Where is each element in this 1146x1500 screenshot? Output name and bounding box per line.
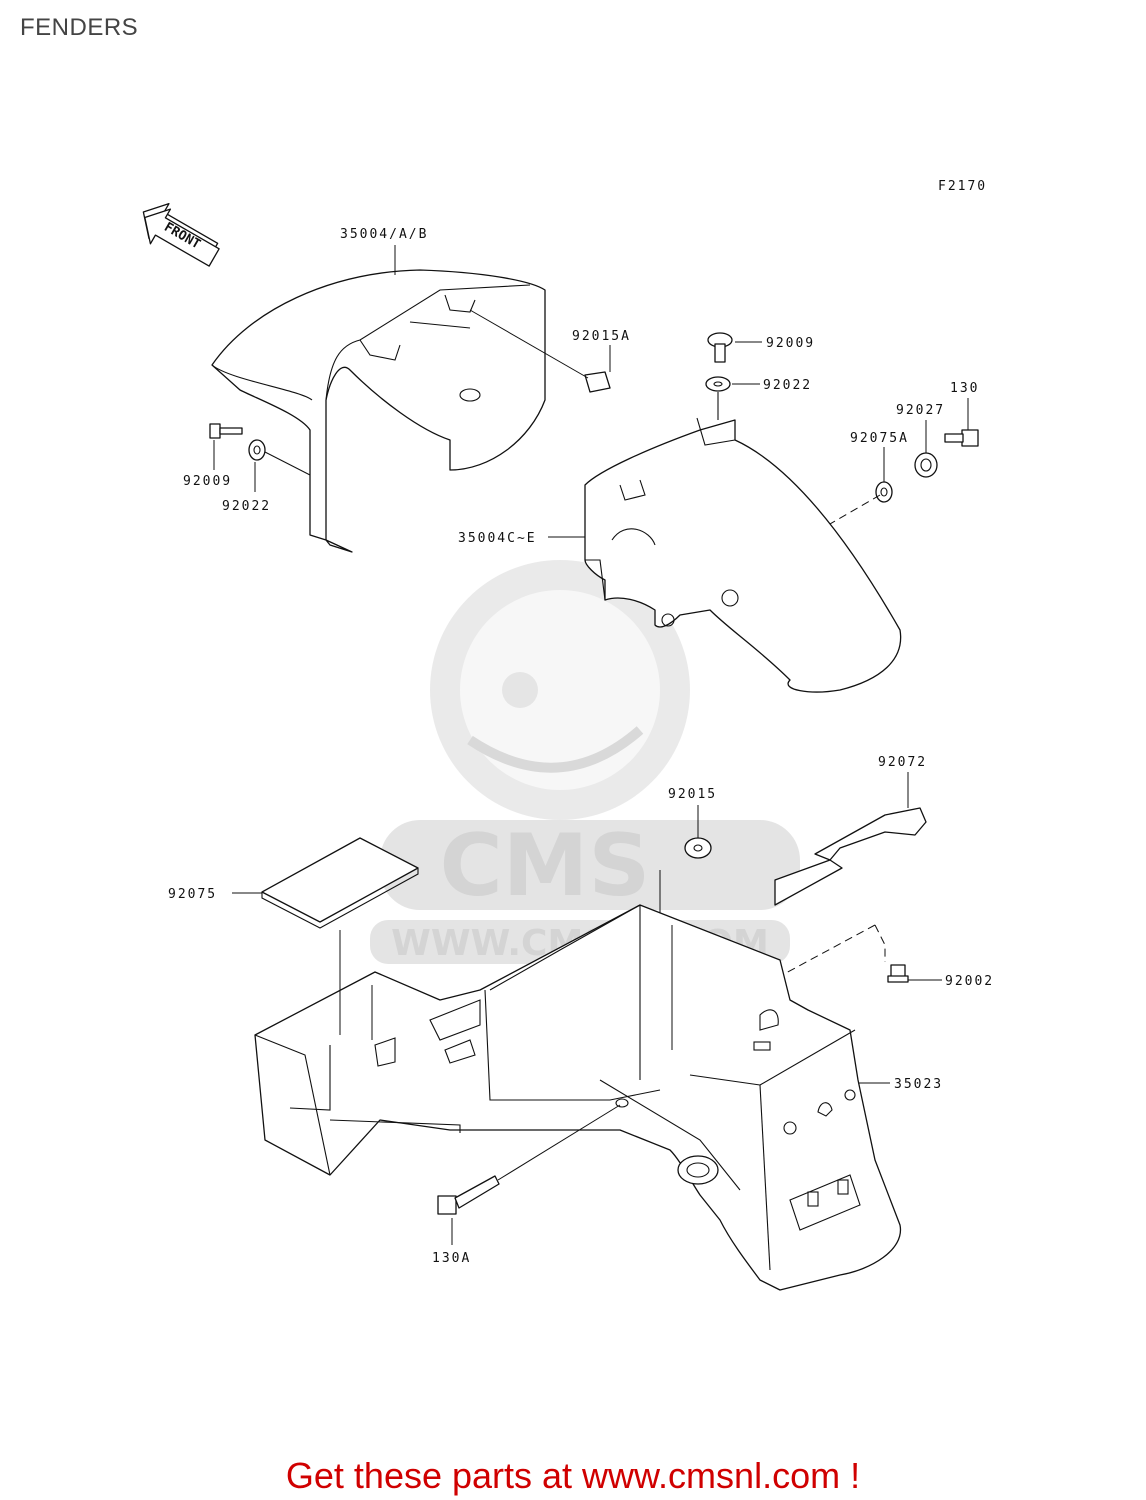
label-92075: 92075 xyxy=(168,887,217,902)
label-washer-top: 92022 xyxy=(763,378,812,393)
label-130a: 130A xyxy=(432,1251,471,1266)
strap-92072 xyxy=(774,772,927,906)
label-92002: 92002 xyxy=(945,974,994,989)
bolt-bottom-icon xyxy=(437,1104,621,1245)
label-92027: 92027 xyxy=(896,403,945,418)
footer-link[interactable]: Get these parts at www.cmsnl.com ! xyxy=(285,1455,861,1496)
page-title: FENDERS xyxy=(20,14,139,41)
label-130: 130 xyxy=(950,381,979,396)
rear-fender xyxy=(254,904,901,1291)
label-rear-fender: 35023 xyxy=(894,1077,943,1092)
label-92072: 92072 xyxy=(878,755,927,770)
bushing-icon xyxy=(914,420,938,478)
label-washer-left: 92022 xyxy=(222,499,271,514)
washer-top-icon xyxy=(705,376,760,420)
dashed-line-rear-a xyxy=(874,924,886,962)
rear-fender-front xyxy=(584,417,902,693)
label-92075a: 92075A xyxy=(850,431,909,446)
bolt-top-icon xyxy=(707,332,762,363)
label-bolt-left: 92009 xyxy=(183,474,232,489)
label-92015: 92015 xyxy=(668,787,717,802)
washer-side-icon xyxy=(875,447,893,503)
bolt-left-icon xyxy=(209,423,243,470)
label-front-fender: 35004/A/B xyxy=(340,227,428,242)
collar-bolt-icon xyxy=(944,398,979,447)
watermark-logo: CMS xyxy=(440,816,651,916)
front-arrow-icon: FRONT xyxy=(142,203,220,267)
pad-92075 xyxy=(232,837,419,929)
front-fender xyxy=(211,269,546,553)
label-rear-fender-front: 35004C~E xyxy=(458,531,537,546)
washer-left-icon xyxy=(248,439,311,492)
bolt-hole xyxy=(615,1098,629,1108)
figure-code: F2170 xyxy=(938,179,987,194)
label-bolt-top: 92009 xyxy=(766,336,815,351)
label-92015a: 92015A xyxy=(572,329,631,344)
nut-92015a xyxy=(469,309,611,393)
bolt-rear-icon xyxy=(887,964,942,983)
